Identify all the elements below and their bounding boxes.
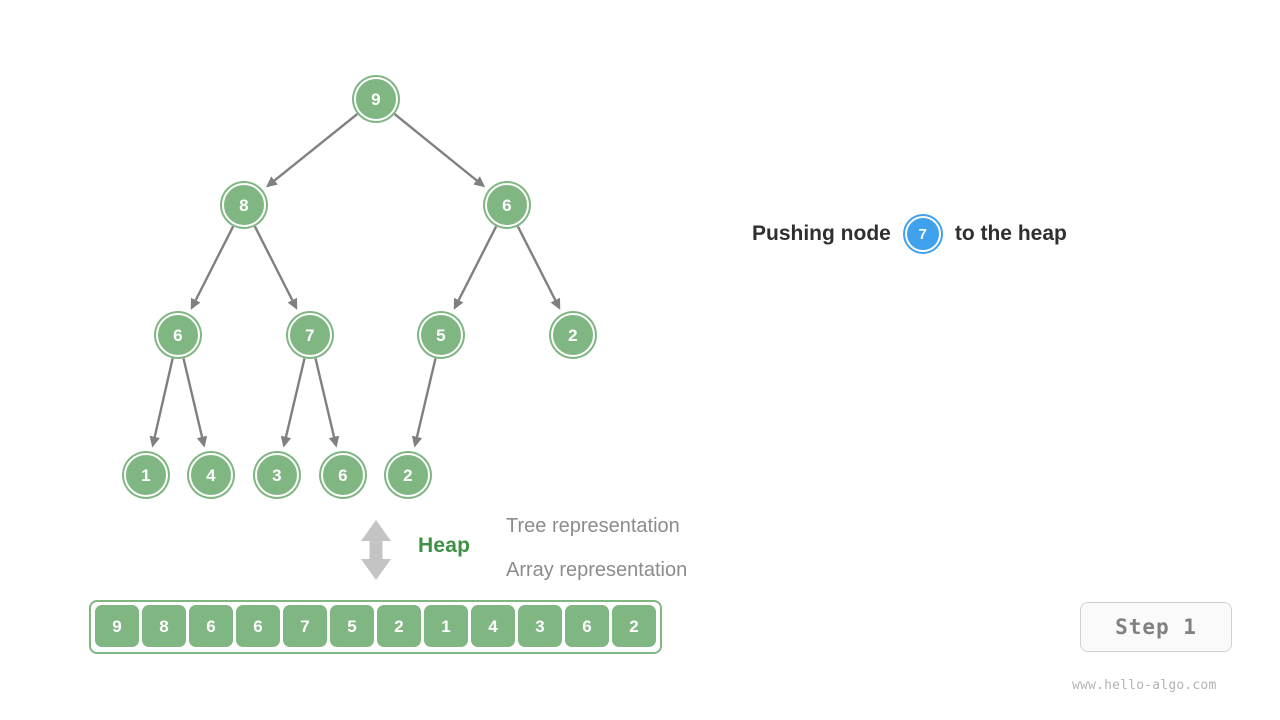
tree-node-n11: 2 <box>386 453 430 497</box>
tree-edge-n1-n3 <box>190 225 235 310</box>
array-cell: 6 <box>189 605 233 647</box>
step-badge: Step 1 <box>1080 602 1232 652</box>
array-cell: 6 <box>565 605 609 647</box>
edge-layer <box>149 113 561 448</box>
tree-edge-n2-n6 <box>516 225 561 310</box>
watermark: www.hello-algo.com <box>1072 678 1217 693</box>
tree-node-n10: 6 <box>321 453 365 497</box>
tree-node-n1: 8 <box>222 183 266 227</box>
array-cell: 2 <box>612 605 656 647</box>
array-cell: 3 <box>518 605 562 647</box>
array-cell: 4 <box>471 605 515 647</box>
caption-node-7: 7 <box>904 216 941 252</box>
tree-edge-n0-n1 <box>265 113 359 188</box>
array-cell: 5 <box>330 605 374 647</box>
tree-node-n6: 2 <box>551 313 595 357</box>
tree-edge-n3-n8 <box>182 358 208 448</box>
tree-edge-n4-n10 <box>314 358 340 448</box>
tree-node-n8: 4 <box>189 453 233 497</box>
legend-array-representation: Array representation <box>506 559 688 581</box>
tree-edge-n0-n2 <box>393 113 486 188</box>
array-cell: 2 <box>377 605 421 647</box>
tree-node-n5: 5 <box>419 313 463 357</box>
tree-node-n0: 9 <box>354 77 398 121</box>
tree-node-n4: 7 <box>288 313 332 357</box>
array-cell: 7 <box>283 605 327 647</box>
array-cell: 9 <box>95 605 139 647</box>
legend-heap-label: Heap <box>418 534 471 557</box>
tree-node-n7: 1 <box>124 453 168 497</box>
tree-edge-n4-n9 <box>280 358 306 448</box>
tree-edge-n2-n5 <box>453 225 498 310</box>
caption-prefix: Pushing node <box>752 222 891 245</box>
tree-node-n9: 3 <box>255 453 299 497</box>
caption-banner: Pushing node 7 to the heap <box>752 216 1067 252</box>
legend-tree-representation: Tree representation <box>506 515 680 537</box>
array-cell: 1 <box>424 605 468 647</box>
tree-edge-n3-n7 <box>149 358 174 448</box>
double-arrow-vertical-icon <box>361 520 391 580</box>
caption-suffix: to the heap <box>954 222 1067 245</box>
array-cell: 8 <box>142 605 186 647</box>
tree-edge-n1-n4 <box>253 225 298 310</box>
tree-node-n3: 6 <box>156 313 200 357</box>
array-cell: 6 <box>236 605 280 647</box>
tree-node-n2: 6 <box>485 183 529 227</box>
tree-edge-n5-n11 <box>411 358 437 448</box>
